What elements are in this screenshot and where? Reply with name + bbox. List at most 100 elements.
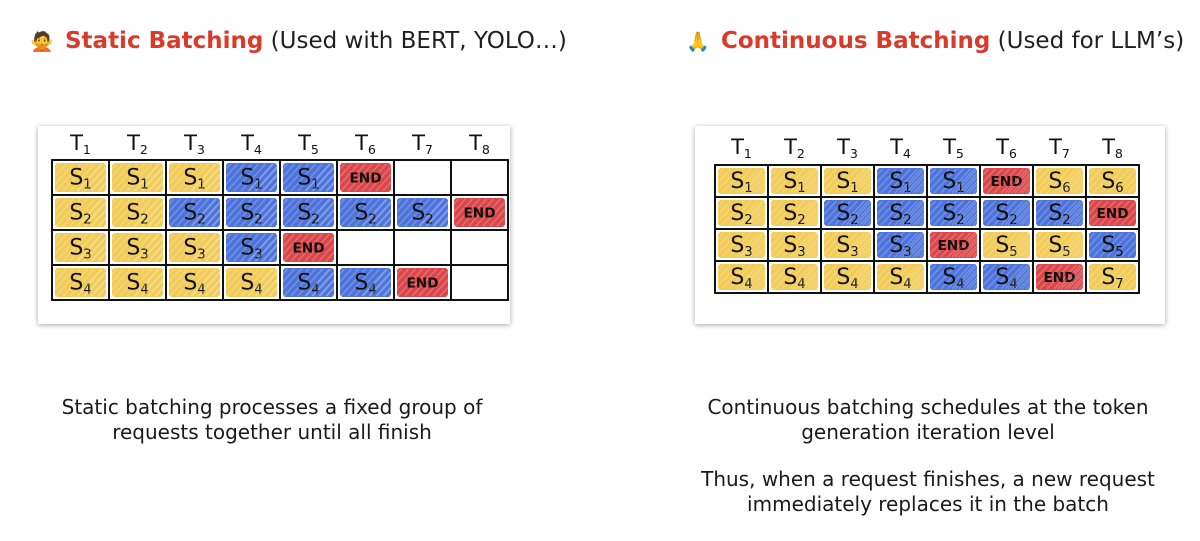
cell-hatch (1025, 264, 1049, 290)
token-cell (112, 198, 163, 227)
cell-hatch (155, 233, 182, 262)
cell-hatch (919, 232, 943, 258)
cell-label-s4: S4 (836, 265, 858, 292)
column-header-t7: T7 (411, 131, 433, 156)
token-cell (226, 233, 277, 262)
cell-hatch (198, 163, 225, 192)
cell-hatch (98, 198, 125, 227)
cell-hatch (739, 168, 763, 194)
cell-hatch (873, 264, 897, 290)
token-cell (226, 163, 277, 192)
cell-hatch (760, 232, 784, 258)
cell-hatch (38, 233, 61, 259)
cell-hatch (248, 198, 275, 227)
cell-hatch (248, 268, 275, 297)
cell-hatch (190, 233, 217, 262)
cell-hatch (820, 200, 844, 226)
cell-hatch (276, 198, 303, 227)
cell-hatch (695, 168, 717, 193)
cell-label-s1: S1 (730, 169, 752, 196)
cell-hatch (859, 232, 883, 258)
token-cell (169, 198, 220, 227)
cell-hatch (468, 198, 495, 227)
cell-hatch (233, 233, 260, 262)
cell-hatch (254, 268, 281, 297)
cell-hatch (859, 168, 883, 194)
cell-hatch (965, 168, 989, 194)
continuous-batching-caption: Continuous batching schedules at the tok… (648, 395, 1200, 517)
cell-hatch (38, 198, 54, 217)
cell-hatch (496, 210, 510, 227)
cell-hatch (926, 168, 950, 194)
cell-hatch (38, 163, 54, 182)
cell-hatch (91, 198, 118, 227)
cell-hatch (169, 233, 196, 262)
cell-hatch (834, 200, 858, 226)
cell-hatch (1053, 264, 1077, 290)
cell-hatch (305, 198, 332, 227)
cell-hatch (148, 268, 175, 297)
cell-hatch (198, 198, 225, 227)
cell-hatch (1106, 232, 1130, 258)
cell-hatch (919, 264, 943, 290)
cell-hatch (55, 163, 82, 192)
cell-hatch (62, 163, 89, 192)
caption-spacer (648, 445, 1200, 467)
cell-hatch (248, 163, 275, 192)
token-cell (1089, 264, 1136, 290)
end-token-cell (454, 198, 505, 227)
cell-hatch (190, 198, 217, 227)
cell-hatch (760, 168, 784, 194)
cell-hatch (98, 268, 125, 297)
cell-label-s4: S4 (783, 265, 805, 292)
token-cell (112, 233, 163, 262)
cell-hatch (197, 198, 224, 227)
cell-label-s4: S4 (297, 271, 319, 298)
cell-hatch (898, 168, 922, 194)
cell-hatch (742, 168, 766, 194)
cell-hatch (972, 264, 996, 290)
cell-hatch (112, 233, 139, 262)
cell-hatch (979, 264, 1003, 290)
continuous-batching-heading: 🙏 Continuous Batching (Used for LLM’s) (686, 28, 1184, 54)
cell-hatch (77, 233, 104, 262)
cell-hatch (269, 268, 296, 297)
cell-label-s4: S4 (69, 271, 91, 298)
end-token-cell (283, 233, 334, 262)
cell-hatch (841, 264, 865, 290)
cell-hatch (411, 198, 438, 227)
cell-hatch (134, 233, 161, 262)
cell-hatch (1004, 232, 1028, 258)
cell-hatch (894, 168, 918, 194)
cell-hatch (735, 264, 759, 290)
cell-hatch (1011, 200, 1035, 226)
continuous-caption-line-2: generation iteration level (801, 420, 1055, 444)
cell-hatch (204, 163, 231, 192)
cell-hatch (305, 163, 332, 192)
cell-hatch (333, 198, 360, 227)
cell-hatch (1057, 168, 1081, 194)
cell-label-end: END (990, 174, 1022, 190)
cell-hatch (1007, 232, 1031, 258)
token-cell (169, 233, 220, 262)
cell-hatch (1092, 232, 1116, 258)
cell-label-s1: S1 (836, 169, 858, 196)
cell-hatch (695, 168, 710, 186)
cell-hatch (1060, 168, 1084, 194)
cell-hatch (148, 198, 175, 227)
cell-hatch (700, 168, 724, 194)
cell-hatch (76, 268, 103, 297)
cell-hatch (126, 198, 153, 227)
token-cell (397, 198, 448, 227)
cell-hatch (1085, 200, 1109, 226)
cell-hatch (91, 233, 118, 262)
cell-hatch (38, 268, 61, 294)
cell-hatch (312, 163, 339, 192)
cell-hatch (212, 163, 239, 192)
cell-hatch (947, 232, 971, 258)
cell-label-s7: S7 (1101, 265, 1123, 292)
cell-hatch (169, 268, 196, 297)
cell-hatch (742, 200, 766, 226)
cell-hatch (141, 268, 168, 297)
cell-hatch (190, 163, 217, 192)
